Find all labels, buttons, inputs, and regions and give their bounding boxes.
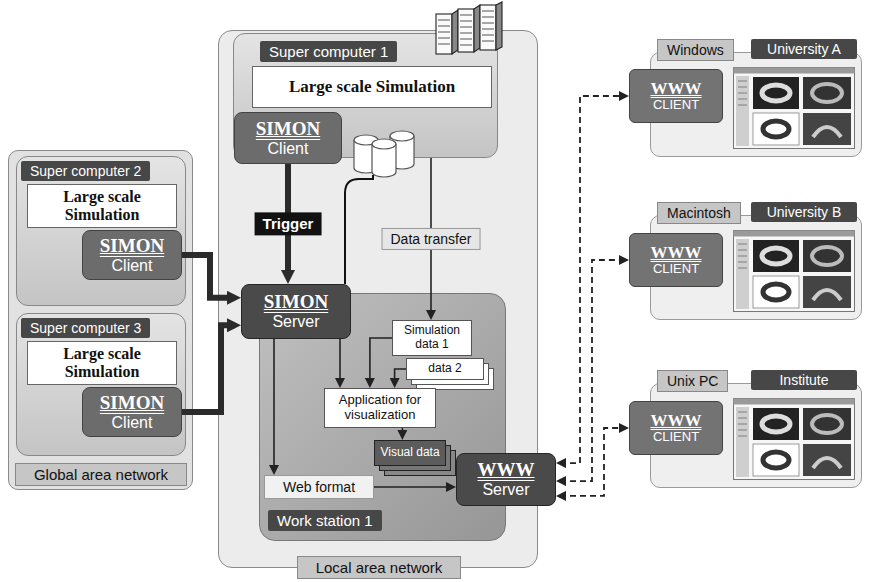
dashed-connector xyxy=(560,428,625,496)
box-text: CLIENT xyxy=(634,98,718,113)
computer-panel: Super computer 2 Large scale SimulationSI… xyxy=(16,156,186,306)
edge-label: Data transfer xyxy=(381,228,480,250)
label-holder: Local area network xyxy=(297,556,461,579)
computer-panel: Super computer 3 Large scale SimulationSI… xyxy=(16,313,186,456)
box-text: Large scale Simulation xyxy=(257,77,487,97)
panel-label: Work station 1 xyxy=(268,510,382,531)
label-holder: Global area network xyxy=(15,463,187,486)
label-holder: Work station 1 xyxy=(268,510,382,531)
label-holder: Macintosh xyxy=(657,202,741,224)
box-text: WWW xyxy=(634,411,718,431)
label-holder: University B xyxy=(751,202,857,222)
box-text: Server xyxy=(246,313,346,331)
panel-label: Global area network xyxy=(15,463,187,486)
box-text: Visual data xyxy=(379,446,441,460)
client-box: SIMONClient xyxy=(82,387,182,437)
box-text: SIMON xyxy=(246,291,346,313)
box-text: Web format xyxy=(269,479,369,495)
data-sheet: Simulation data 1 xyxy=(392,320,472,356)
client-box: SIMONClient xyxy=(234,112,342,164)
label-holder: Data transfer xyxy=(381,228,480,250)
box-text: Application for visualization xyxy=(329,393,431,423)
label-holder: University A xyxy=(751,39,857,59)
connector xyxy=(182,255,235,298)
connector xyxy=(370,338,392,384)
server-box: SIMONServer xyxy=(241,284,351,339)
screen-illustration xyxy=(733,398,855,480)
box-text: Simulation data 1 xyxy=(397,324,467,352)
connector xyxy=(339,339,341,384)
box-text: Client xyxy=(87,257,177,275)
box-text: Client xyxy=(239,140,337,158)
box-text: Server xyxy=(461,481,551,499)
process-box: Application for visualization xyxy=(324,388,436,428)
edge-label: Trigger xyxy=(255,212,322,235)
panel-label: University B xyxy=(751,202,857,222)
client-box: SIMONClient xyxy=(82,230,182,280)
site-panel: Unix PCInstituteWWWCLIENT xyxy=(650,383,862,488)
box-text: CLIENT xyxy=(634,262,718,277)
label-holder: Super computer 3 xyxy=(21,318,150,338)
connector xyxy=(402,428,404,436)
dashed-connector xyxy=(560,260,625,481)
data-sheet: data 2 xyxy=(406,358,484,380)
box-text: Large scale Simulation xyxy=(32,345,172,382)
box-text: WWW xyxy=(634,79,718,99)
connector xyxy=(182,325,235,412)
simulation-box: Large scale Simulation xyxy=(27,184,177,229)
client-box: WWWCLIENT xyxy=(629,233,723,287)
panel-label: Super computer 1 xyxy=(260,41,397,62)
panel-label: Unix PC xyxy=(657,370,728,392)
site-panel: WindowsUniversity AWWWCLIENT xyxy=(650,52,862,157)
simulation-box: Large scale Simulation xyxy=(27,341,177,386)
computer-panel: Super computer 1 Large scale SimulationSI… xyxy=(233,33,498,158)
box-text: SIMON xyxy=(87,235,177,257)
panel-label: Local area network xyxy=(297,556,461,579)
box-text: Large scale Simulation xyxy=(32,188,172,225)
panel-label: Windows xyxy=(657,39,734,61)
format-box: Web format xyxy=(264,475,374,499)
box-text: Client xyxy=(87,414,177,432)
panel-label: Macintosh xyxy=(657,202,741,224)
label-holder: Windows xyxy=(657,39,734,61)
box-text: WWW xyxy=(634,243,718,263)
data-stack: Visual data xyxy=(374,440,446,466)
box-text: SIMON xyxy=(87,392,177,414)
connector xyxy=(374,486,452,488)
screen-illustration xyxy=(733,230,855,312)
site-panel: MacintoshUniversity BWWWCLIENT xyxy=(650,215,862,320)
label-holder: Super computer 1 xyxy=(260,41,397,62)
client-box: WWWCLIENT xyxy=(629,69,723,123)
box-text: SIMON xyxy=(239,118,337,140)
network-region: Global area network Super computer 2 Large… xyxy=(8,150,193,490)
screen-illustration xyxy=(733,67,855,149)
panel-label: University A xyxy=(751,39,857,59)
panel-label: Institute xyxy=(751,370,857,390)
panel-label: Super computer 3 xyxy=(21,318,150,338)
label-holder: Trigger xyxy=(255,212,322,235)
connector xyxy=(395,369,406,384)
box-text: CLIENT xyxy=(634,430,718,445)
client-box: WWWCLIENT xyxy=(629,401,723,455)
simulation-box: Large scale Simulation xyxy=(252,66,492,108)
box-text: data 2 xyxy=(411,362,479,376)
label-holder: Super computer 2 xyxy=(21,161,150,181)
box-text: WWW xyxy=(461,459,551,481)
server-box: WWWServer xyxy=(456,453,556,506)
connector xyxy=(273,339,275,471)
label-holder: Unix PC xyxy=(657,370,728,392)
label-holder: Institute xyxy=(751,370,857,390)
panel-label: Super computer 2 xyxy=(21,161,150,181)
